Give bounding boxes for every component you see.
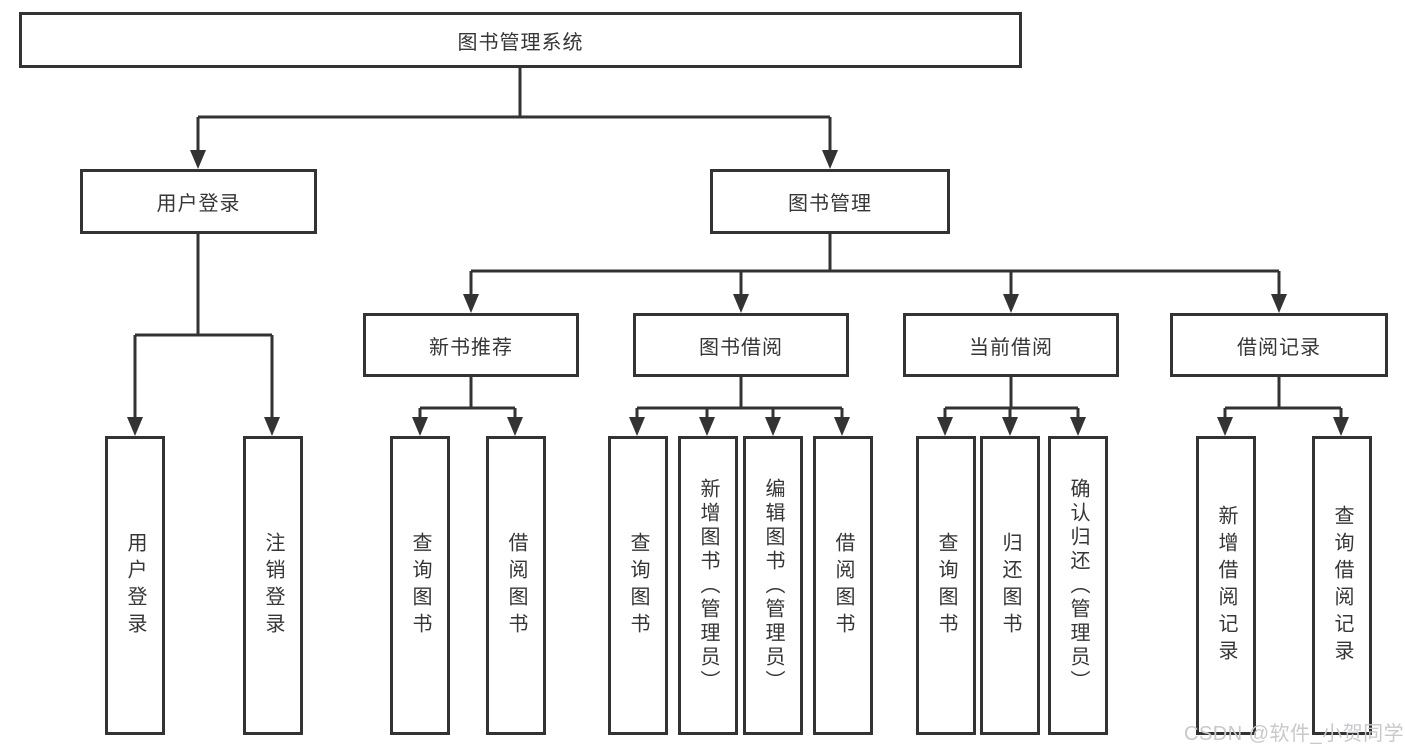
leaf-borrow-books-recommend: 借阅图书 <box>486 436 546 735</box>
leaf-query-borrow-record: 查询借阅记录 <box>1312 436 1372 735</box>
leaf-add-borrow-record: 新增借阅记录 <box>1196 436 1256 735</box>
leaf-user-login: 用户登录 <box>105 436 165 735</box>
node-user-login: 用户登录 <box>80 169 317 234</box>
leaf-query-books-current: 查询图书 <box>916 436 976 735</box>
leaf-edit-book-admin: 编辑图书（管理员） <box>743 436 803 735</box>
leaf-query-books-recommend: 查询图书 <box>390 436 450 735</box>
node-new-book-recommendation: 新书推荐 <box>363 313 579 377</box>
node-current-borrowing: 当前借阅 <box>903 313 1119 377</box>
leaf-add-book-admin: 新增图书（管理员） <box>678 436 738 735</box>
leaf-logout: 注销登录 <box>243 436 303 735</box>
csdn-watermark: CSDN @软件_小贺同学 <box>1184 723 1405 745</box>
node-book-management: 图书管理 <box>710 169 950 234</box>
node-root: 图书管理系统 <box>19 12 1022 68</box>
leaf-confirm-return-admin: 确认归还（管理员） <box>1048 436 1108 735</box>
node-borrowing-records: 借阅记录 <box>1170 313 1388 377</box>
leaf-query-books-borrowing: 查询图书 <box>608 436 668 735</box>
leaf-return-book: 归还图书 <box>980 436 1040 735</box>
leaf-borrow-books-borrowing: 借阅图书 <box>813 436 873 735</box>
node-book-borrowing: 图书借阅 <box>633 313 849 377</box>
